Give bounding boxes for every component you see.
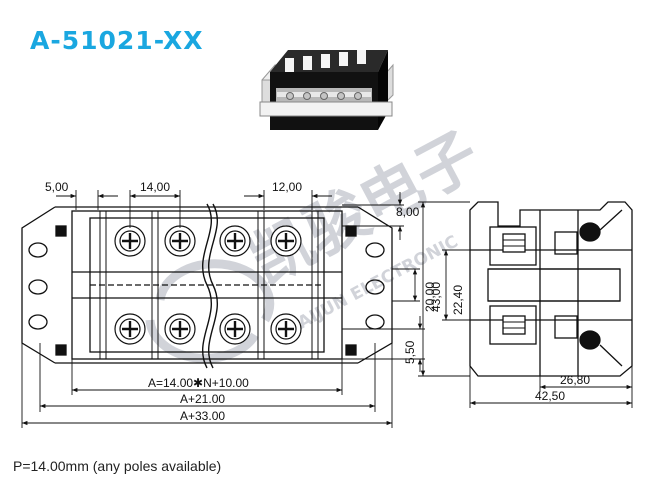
dim-inner-height: 22,40 [451, 285, 465, 315]
front-view [21, 203, 393, 369]
dimension-labels: 5,00 14,00 12,00 8,00 20,00 22,40 43,00 … [45, 180, 590, 423]
dim-bottom-offset: 5,50 [403, 340, 417, 364]
watermark-chinese: 凯骏电子 [238, 117, 491, 298]
dim-total-depth: 42,50 [535, 389, 565, 403]
watermark: 凯骏电子 KAIJUN ELECTRONIC [145, 117, 491, 363]
screw-icon [270, 225, 302, 257]
screw-icon [164, 225, 196, 257]
screw-terminals [114, 225, 302, 345]
dim-length-a21: A+21.00 [180, 392, 225, 406]
dim-base-width: 26,80 [560, 373, 590, 387]
dim-top-offset: 8,00 [396, 205, 420, 219]
screw-icon [114, 225, 146, 257]
dim-total-height: 43,00 [429, 282, 443, 312]
screw-icon [219, 225, 251, 257]
dim-pitch: 14,00 [140, 180, 170, 194]
dim-left-margin: 5,00 [45, 180, 69, 194]
circular-arrow-logo-icon [145, 259, 275, 363]
product-title: A-51021-XX [30, 26, 204, 55]
dim-length-a: A=14.00✱N+10.00 [148, 376, 249, 390]
dimension-lines [21, 190, 633, 428]
dim-right-gap: 12,00 [272, 180, 302, 194]
dim-screw-spacing: 20,00 [423, 282, 437, 312]
screw-icon [270, 313, 302, 345]
screw-icon [114, 313, 146, 345]
side-view [469, 201, 633, 377]
screw-icon [164, 313, 196, 345]
dim-length-a33: A+33.00 [180, 409, 225, 423]
screw-icon [219, 313, 251, 345]
terminal-block-photo-icon [259, 50, 394, 130]
pitch-caption: P=14.00mm (any poles available) [13, 458, 222, 474]
